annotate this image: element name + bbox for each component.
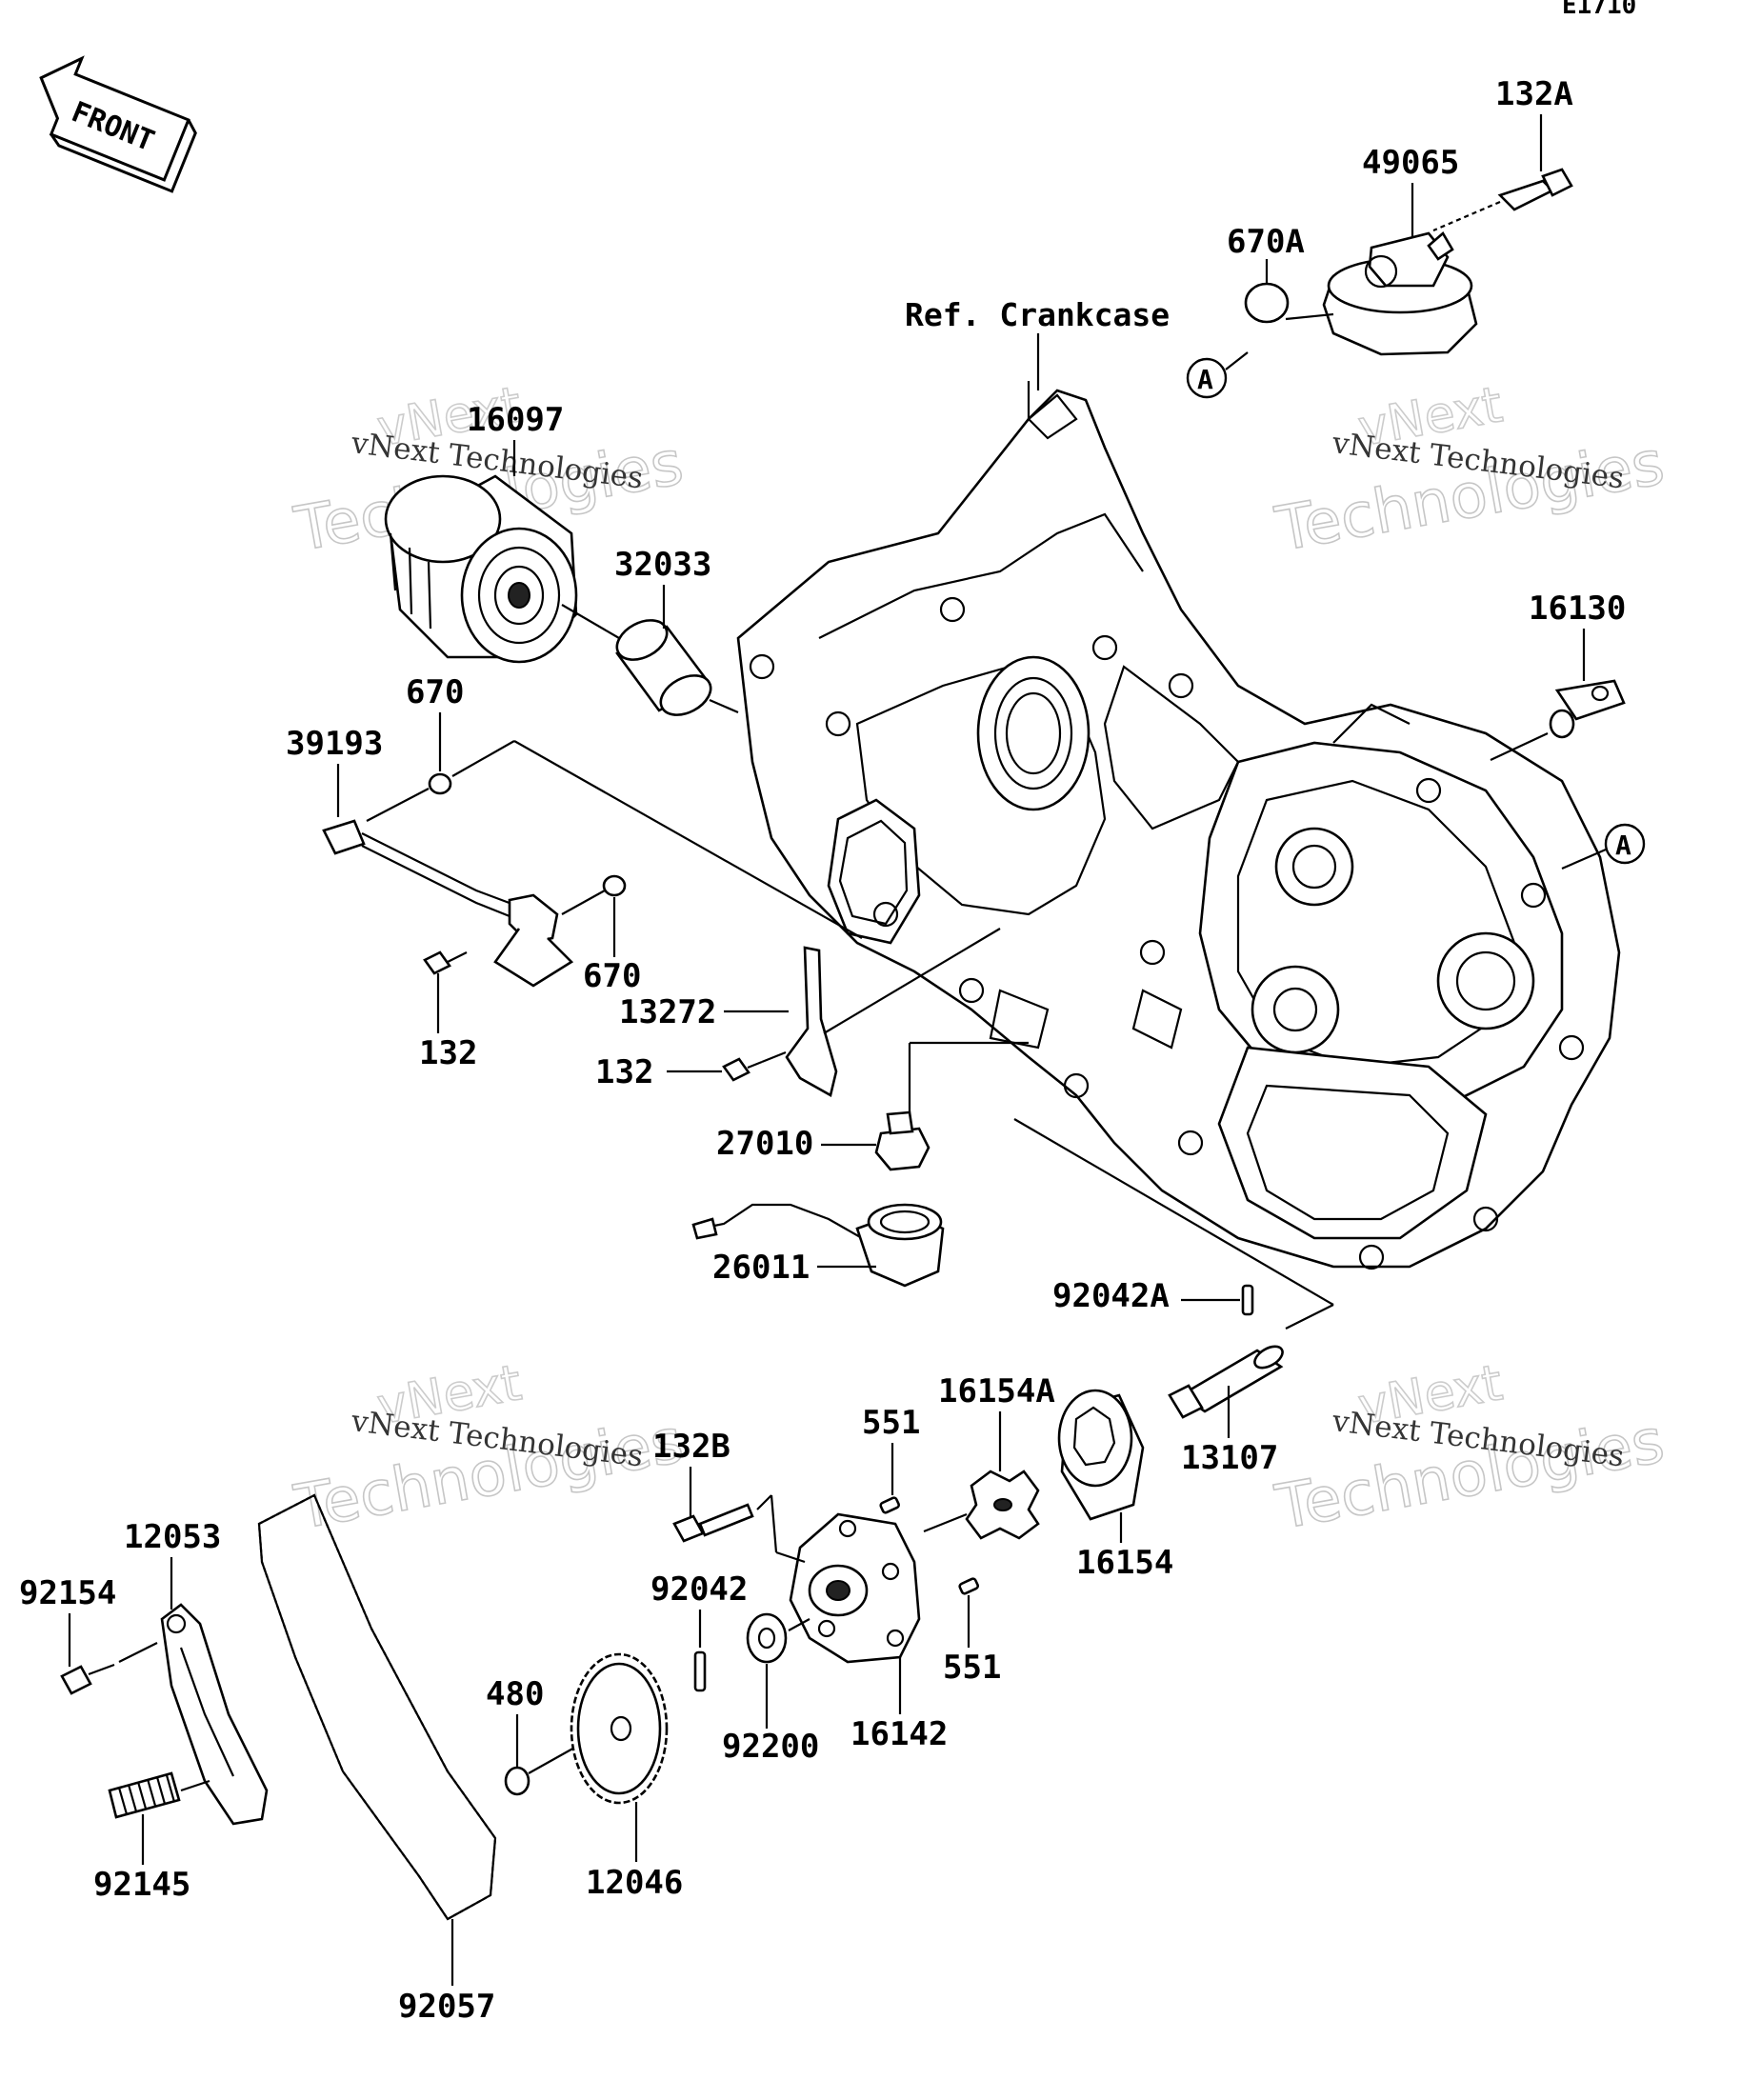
part-16097-drawing [384, 474, 578, 664]
part-label-32033: 32033 [614, 546, 711, 584]
part-label-92200: 92200 [722, 1728, 819, 1766]
part-670A-drawing [1244, 282, 1290, 324]
part-132-mid-drawing [722, 1057, 763, 1082]
part-label-39193: 39193 [286, 725, 383, 763]
part-92042-drawing [693, 1650, 707, 1692]
part-label-16097: 16097 [467, 401, 564, 439]
part-label-551-bottom: 551 [943, 1649, 1001, 1687]
part-32033-drawing [615, 619, 712, 716]
part-label-27010: 27010 [716, 1125, 813, 1163]
part-label-26011: 26011 [712, 1249, 810, 1287]
ref-crankcase-label: Ref. Crankcase [905, 296, 1170, 333]
part-12046-drawing [570, 1652, 669, 1805]
part-670-top-drawing [428, 772, 452, 795]
part-670-bottom-drawing [602, 874, 627, 897]
part-label-12046: 12046 [586, 1864, 683, 1902]
part-label-16154: 16154 [1076, 1544, 1173, 1582]
part-92057-drawing [257, 1493, 497, 1921]
part-label-670A: 670A [1227, 223, 1305, 261]
part-16142-drawing [789, 1512, 921, 1664]
part-label-92042A: 92042A [1052, 1277, 1170, 1315]
part-label-92057: 92057 [398, 1988, 495, 2026]
part-26011-drawing [691, 1203, 945, 1288]
watermark-left-bottom: vNext Technologies vNext Technologies [289, 1354, 689, 1545]
part-132B-drawing [672, 1503, 754, 1543]
part-132A-drawing [1432, 168, 1573, 232]
part-92200-drawing [746, 1612, 788, 1664]
part-16154-drawing [1057, 1389, 1145, 1521]
part-label-13272: 13272 [619, 993, 716, 1031]
part-92154-drawing [60, 1663, 115, 1695]
part-12053-drawing [160, 1603, 269, 1826]
connector-marker-a-top [1186, 357, 1228, 399]
part-label-13107: 13107 [1181, 1439, 1278, 1477]
part-92145-drawing [108, 1771, 181, 1819]
crankcase-drawing [736, 381, 1621, 1270]
part-480-drawing [504, 1766, 530, 1796]
part-16130-drawing [1549, 679, 1626, 739]
part-label-132A: 132A [1495, 75, 1573, 113]
part-label-92154: 92154 [19, 1574, 116, 1612]
watermark-right-top: vNext Technologies vNext Technologies [1270, 376, 1670, 567]
part-label-12053: 12053 [124, 1518, 221, 1556]
part-132-left-drawing [423, 950, 468, 975]
connector-marker-a-right-label: A [1615, 830, 1631, 861]
part-551-top-drawing [879, 1496, 901, 1514]
part-13272-drawing [785, 946, 838, 1097]
connector-marker-a-right [1604, 823, 1646, 865]
part-16154A-drawing [965, 1470, 1040, 1540]
part-label-670-bottom: 670 [583, 957, 641, 995]
part-39193-drawing [322, 819, 574, 988]
diagram-code: E1710 [1562, 0, 1636, 20]
part-49065-drawing [1322, 230, 1478, 356]
part-label-49065: 49065 [1362, 144, 1459, 182]
part-13107-drawing [1168, 1345, 1284, 1419]
front-arrow-icon: FRONT [39, 55, 197, 193]
part-label-551-top: 551 [862, 1404, 920, 1442]
part-27010-drawing [874, 1110, 931, 1171]
part-label-480: 480 [486, 1675, 544, 1713]
watermark-right-bottom: vNext Technologies vNext Technologies [1270, 1354, 1670, 1545]
part-label-16142: 16142 [850, 1715, 948, 1753]
part-551-bottom-drawing [958, 1577, 980, 1595]
part-label-132B: 132B [652, 1428, 730, 1466]
part-label-16130: 16130 [1529, 590, 1626, 628]
part-92042A-drawing [1241, 1284, 1254, 1316]
part-label-132-mid: 132 [595, 1053, 653, 1091]
part-label-92145: 92145 [93, 1866, 190, 1904]
part-label-92042: 92042 [650, 1570, 748, 1609]
part-label-670-top: 670 [406, 673, 464, 711]
part-label-132-left: 132 [419, 1034, 477, 1072]
connector-marker-a-top-label: A [1197, 364, 1213, 395]
part-label-16154A: 16154A [938, 1372, 1055, 1410]
